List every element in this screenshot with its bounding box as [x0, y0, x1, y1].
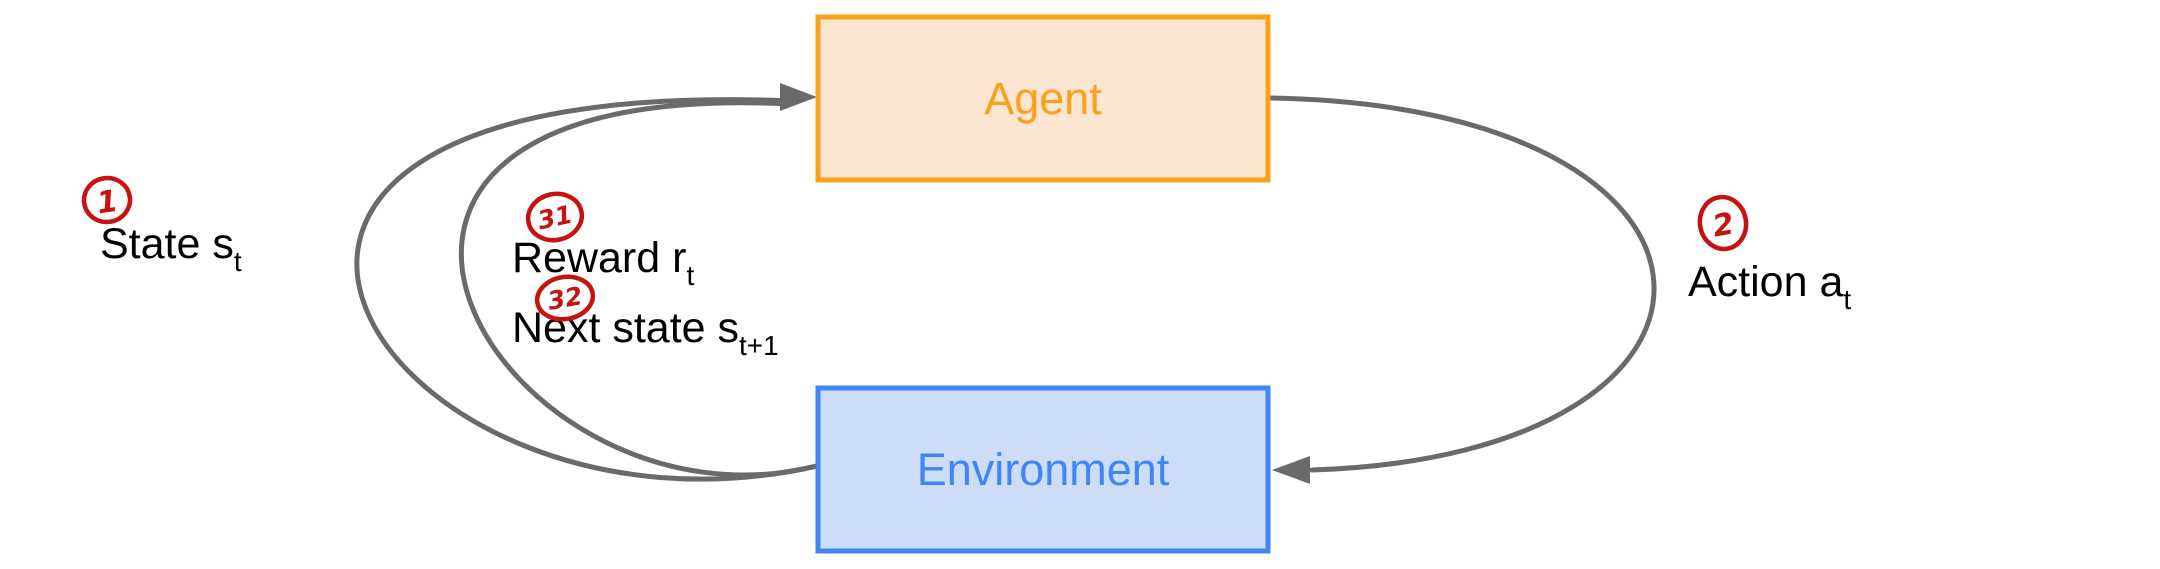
annotation-circle-icon [81, 175, 133, 225]
agent-box-label: Agent [984, 73, 1102, 124]
annotation-step-32: 32 [534, 274, 596, 322]
annotation-step-2: 2 [1697, 194, 1749, 252]
annotation-number: 1 [95, 184, 121, 222]
state-arrow-curve [354, 97, 820, 482]
action-arrow-curve [1265, 95, 1657, 473]
action-label: Action at [1688, 258, 1851, 315]
reward-label: Reward rt [512, 234, 694, 291]
reward-next-state-arrow-curve [459, 100, 820, 478]
annotation-step-31: 31 [525, 191, 585, 243]
annotation-step-1: 1 [81, 175, 133, 225]
environment-box-label: Environment [917, 444, 1170, 495]
annotation-number: 32 [545, 281, 584, 316]
arrowhead-into-agent-icon [780, 83, 817, 111]
annotation-number: 31 [535, 200, 575, 236]
annotation-circle-icon [525, 191, 585, 243]
state-label: State st [100, 220, 242, 277]
next-state-label: Next state st+1 [512, 304, 779, 361]
annotation-number: 2 [1710, 206, 1737, 244]
annotation-circle-icon [534, 274, 596, 322]
annotation-circle-icon [1697, 194, 1749, 252]
environment-box [815, 385, 1271, 554]
arrowhead-into-environment-icon [1272, 456, 1310, 484]
agent-box [815, 14, 1271, 183]
